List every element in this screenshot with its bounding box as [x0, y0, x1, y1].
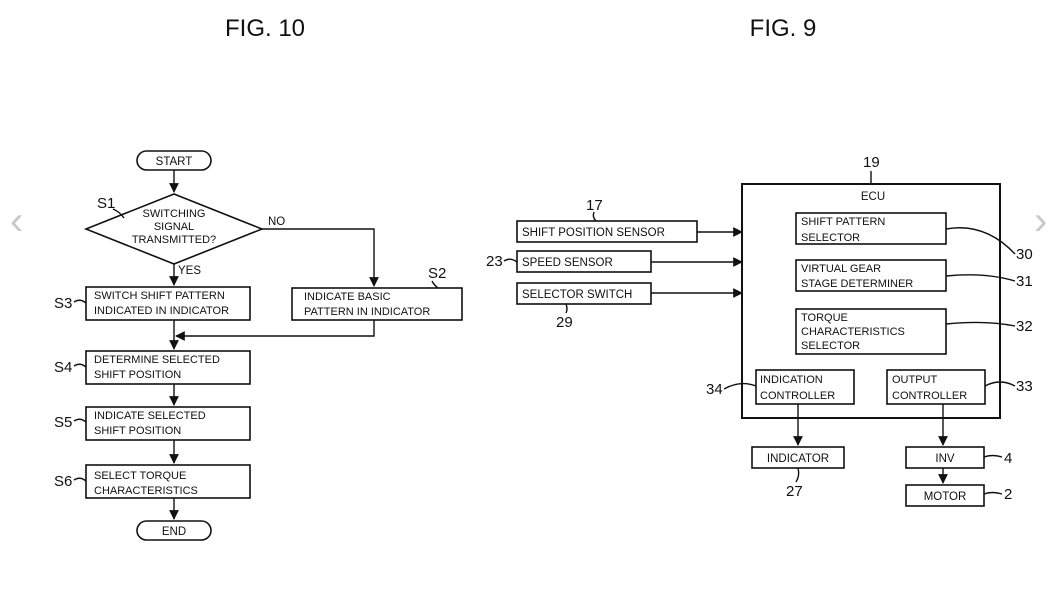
- indicator-label: INDICATOR: [767, 453, 829, 465]
- indication-controller-ref: 34: [706, 381, 723, 398]
- s4-ref: S4: [54, 359, 72, 376]
- s4-line-2: SHIFT POSITION: [94, 369, 181, 381]
- s1-line-2: SIGNAL: [154, 221, 194, 233]
- inv-label: INV: [935, 453, 955, 465]
- s2-line-1: INDICATE BASIC: [304, 291, 391, 303]
- s5-line-1: INDICATE SELECTED: [94, 410, 206, 422]
- shift-pattern-selector-ref: 30: [1016, 246, 1033, 263]
- selector-switch-label: SELECTOR SWITCH: [522, 289, 632, 301]
- s4-process: [85, 350, 251, 385]
- fig10-flowchart: FIG. 10 START SWITCHING SIGNAL TRANSMITT…: [54, 15, 463, 541]
- output-controller-line-1: OUTPUT: [892, 374, 938, 386]
- end-label: END: [162, 526, 186, 538]
- speed-sensor-ref: 23: [486, 253, 503, 270]
- end-terminal: [136, 520, 212, 541]
- s3-line-1: SWITCH SHIFT PATTERN: [94, 290, 225, 302]
- no-label: NO: [268, 216, 285, 228]
- s2-process: [291, 287, 463, 321]
- virtual-gear-ref: 31: [1016, 273, 1033, 290]
- s3-process: [85, 286, 251, 321]
- s6-line-1: SELECT TORQUE: [94, 470, 186, 482]
- s3-ref: S3: [54, 295, 72, 312]
- prev-arrow-icon[interactable]: ‹: [10, 199, 23, 243]
- virtual-gear-line-2: STAGE DETERMINER: [801, 278, 913, 290]
- s1-line-1: SWITCHING: [143, 208, 206, 220]
- output-controller-ref: 33: [1016, 378, 1033, 395]
- output-controller-line-2: CONTROLLER: [892, 390, 967, 402]
- virtual-gear-block: [795, 259, 947, 292]
- shift-position-sensor-label: SHIFT POSITION SENSOR: [522, 227, 665, 239]
- motor-label: MOTOR: [924, 491, 967, 503]
- s1-line-3: TRANSMITTED?: [132, 234, 216, 246]
- s5-process: [85, 406, 251, 441]
- shift-pattern-selector-line-1: SHIFT PATTERN: [801, 216, 885, 228]
- s4-line-1: DETERMINE SELECTED: [94, 354, 220, 366]
- torque-selector-line-2: CHARACTERISTICS: [801, 326, 905, 338]
- next-arrow-icon[interactable]: ›: [1034, 199, 1047, 243]
- indication-controller-line-1: INDICATION: [760, 374, 823, 386]
- s2-line-2: PATTERN IN INDICATOR: [304, 306, 430, 318]
- s2-ref: S2: [428, 265, 446, 282]
- indicator-ref: 27: [786, 483, 803, 500]
- torque-selector-ref: 32: [1016, 318, 1033, 335]
- motor-block: [905, 484, 985, 507]
- s5-ref: S5: [54, 414, 72, 431]
- torque-selector-block: [795, 308, 947, 355]
- selector-switch-ref: 29: [556, 314, 573, 331]
- s6-line-2: CHARACTERISTICS: [94, 485, 198, 497]
- inv-block: [905, 446, 985, 469]
- speed-sensor-label: SPEED SENSOR: [522, 257, 613, 269]
- torque-selector-line-3: SELECTOR: [801, 340, 860, 352]
- virtual-gear-line-1: VIRTUAL GEAR: [801, 263, 881, 275]
- fig9-block-diagram: FIG. 9 19 ECU SHIFT POSITION SENSOR 17 S…: [486, 15, 1033, 507]
- torque-selector-line-1: TORQUE: [801, 312, 848, 324]
- inv-ref: 4: [1004, 450, 1012, 467]
- ecu-label: ECU: [861, 191, 885, 203]
- s6-process: [85, 464, 251, 499]
- s1-ref: S1: [97, 195, 115, 212]
- shift-pattern-selector-line-2: SELECTOR: [801, 232, 860, 244]
- indication-controller-block: [755, 369, 855, 405]
- start-label: START: [156, 156, 193, 168]
- indication-controller-line-2: CONTROLLER: [760, 390, 835, 402]
- yes-label: YES: [178, 265, 201, 277]
- motor-ref: 2: [1004, 486, 1012, 503]
- s5-line-2: SHIFT POSITION: [94, 425, 181, 437]
- output-controller-block: [886, 369, 986, 405]
- fig9-title: FIG. 9: [750, 15, 817, 42]
- s6-ref: S6: [54, 473, 72, 490]
- fig10-title: FIG. 10: [225, 15, 305, 42]
- s3-line-2: INDICATED IN INDICATOR: [94, 305, 229, 317]
- ecu-ref: 19: [863, 154, 880, 171]
- shift-position-sensor-ref: 17: [586, 197, 603, 214]
